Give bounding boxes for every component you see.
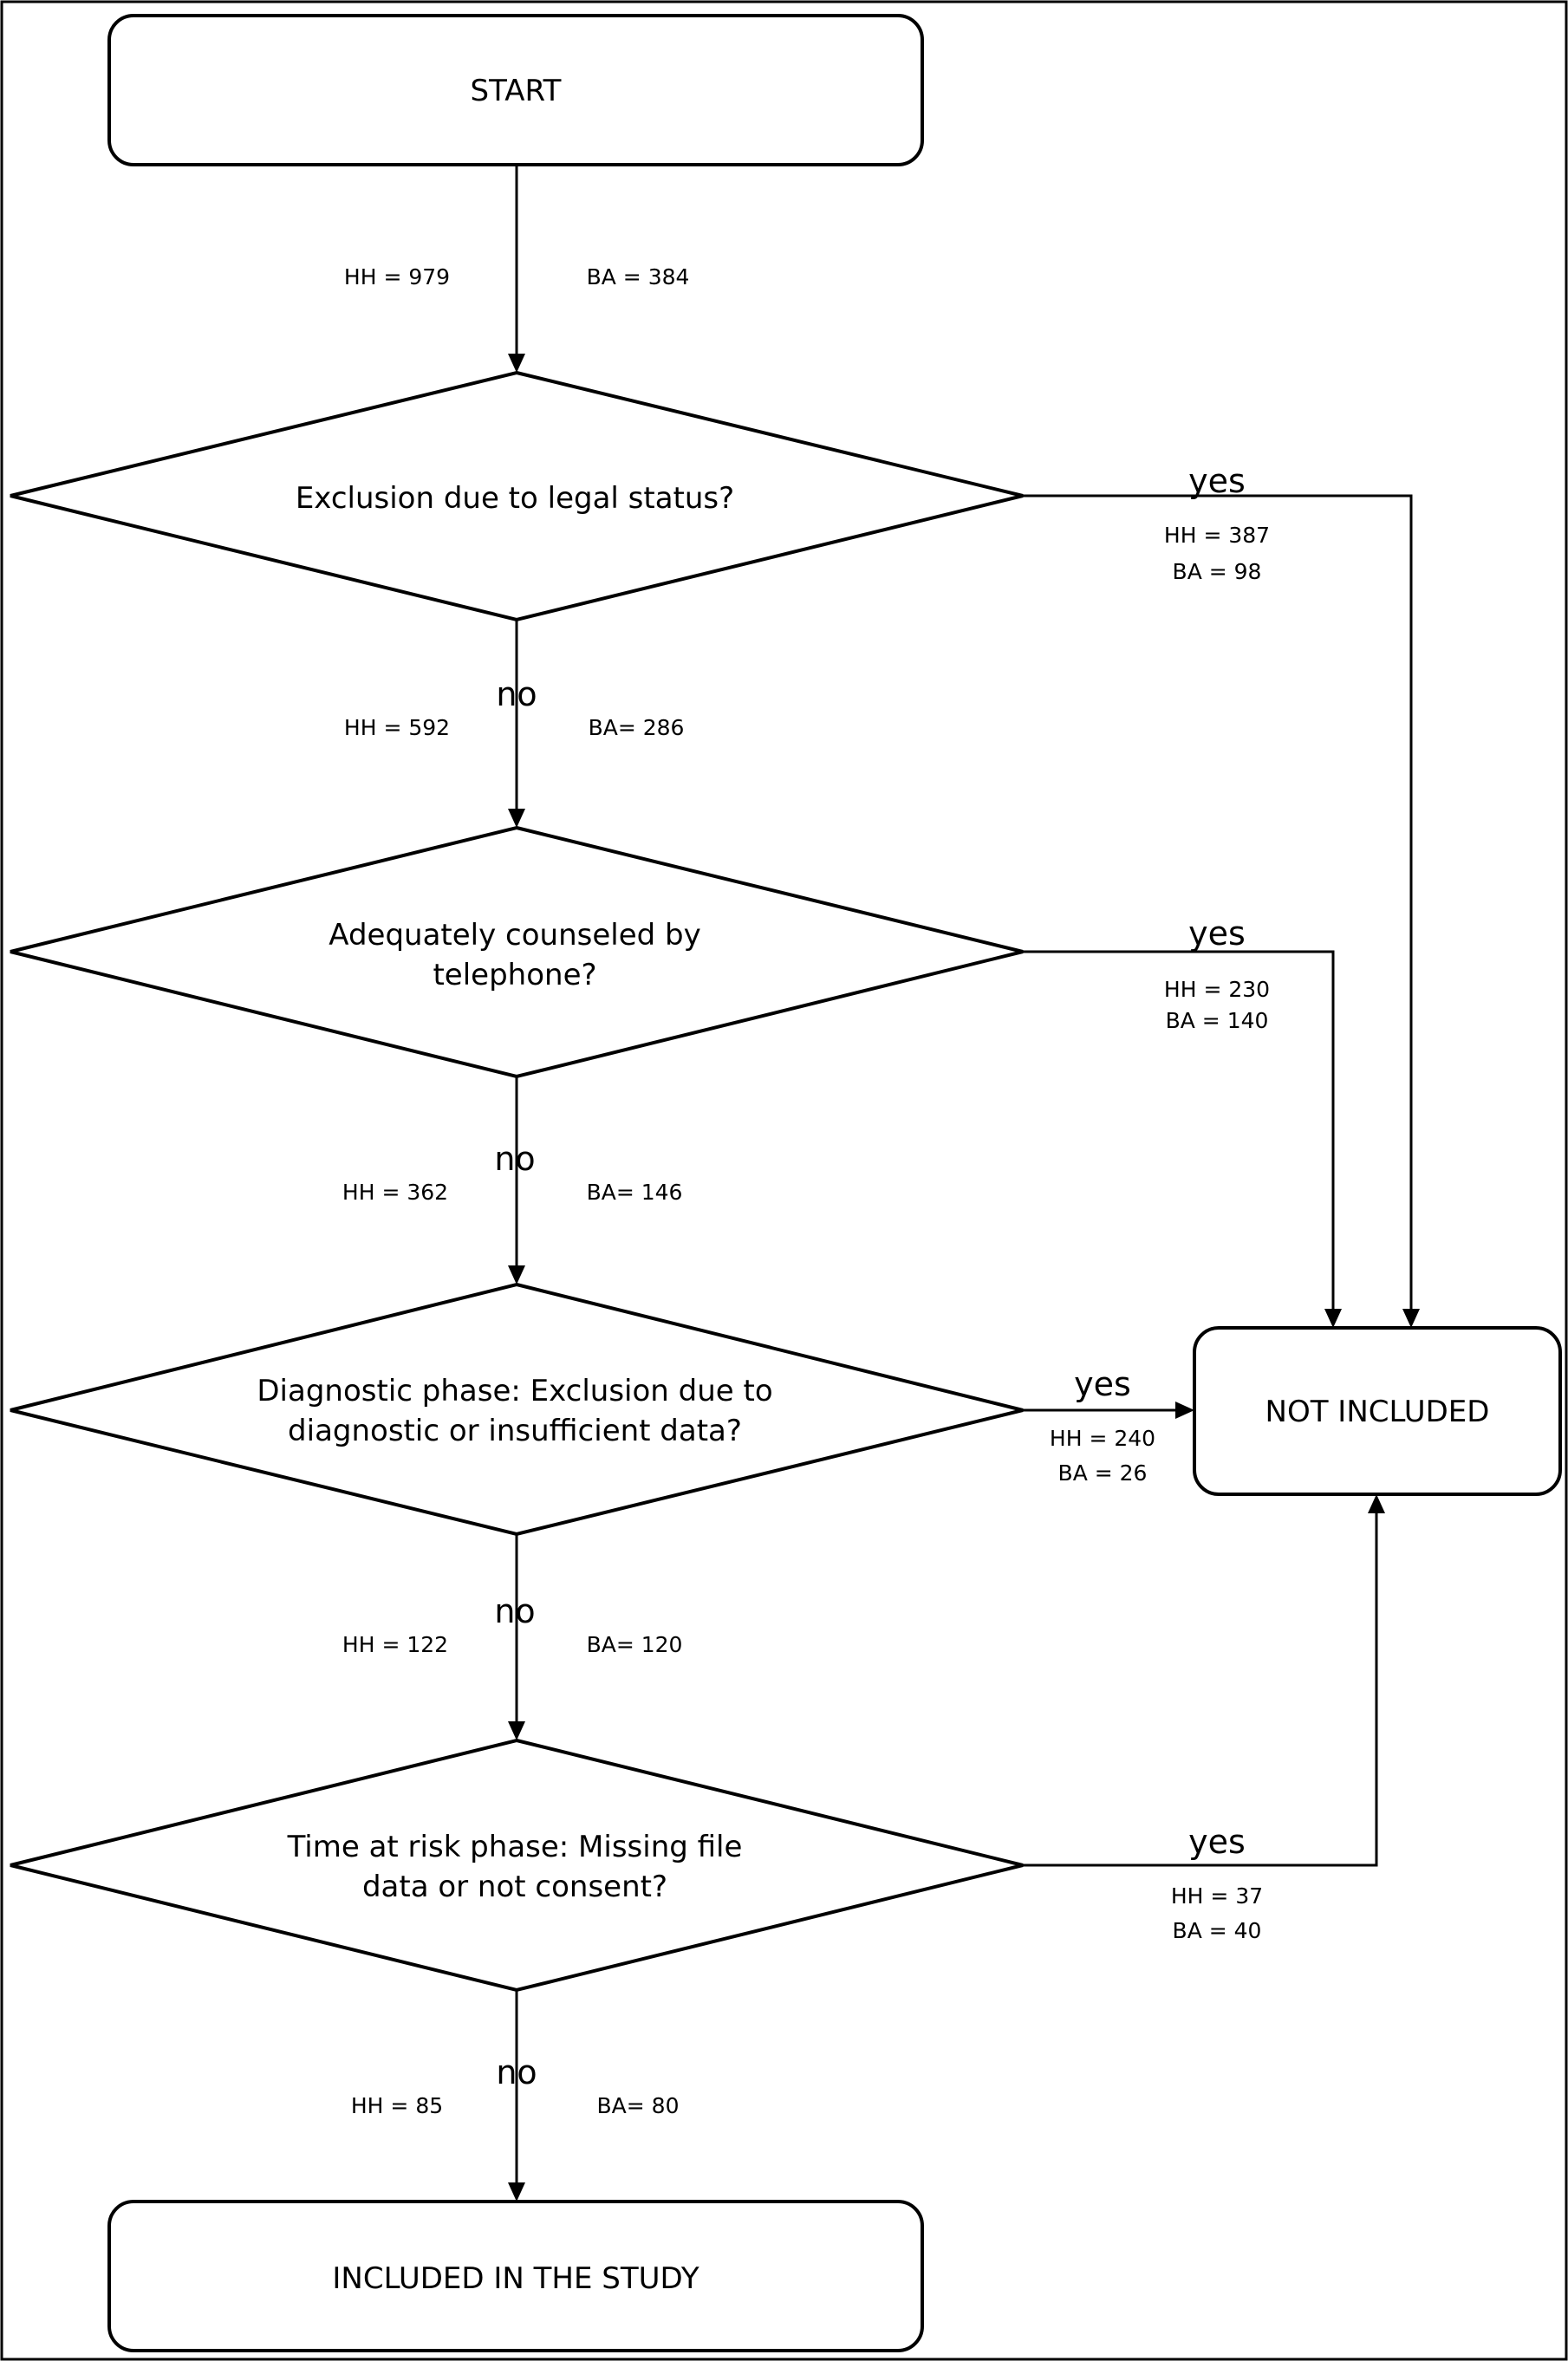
decision-time-at-risk-label-line1: Time at risk phase: Missing file [287, 1830, 743, 1864]
connector-q4-yes [1023, 1512, 1378, 1867]
q4-yes-hh-count: HH = 37 [1171, 1883, 1263, 1909]
start-node [107, 14, 924, 166]
arrowhead-included [508, 2182, 525, 2202]
decision-legal-status-label: Exclusion due to legal status? [296, 481, 734, 516]
q1-no-hh-count: HH = 592 [344, 715, 450, 740]
q2-no-label: no [494, 1140, 535, 1178]
arrowhead-q1-yes [1402, 1309, 1420, 1328]
q2-yes-label: yes [1188, 914, 1246, 953]
arrowhead-q2-yes [1324, 1309, 1342, 1328]
arrowhead-q4-yes [1368, 1494, 1385, 1513]
decision-time-at-risk-label-line2: data or not consent? [362, 1870, 667, 1904]
decision-telephone-counsel-label-line1: Adequately counseled by [329, 918, 700, 953]
arrowhead-q3 [508, 1265, 525, 1285]
q1-yes-label: yes [1188, 462, 1246, 500]
q3-yes-label: yes [1074, 1365, 1131, 1403]
q2-no-hh-count: HH = 362 [342, 1180, 448, 1205]
start-q1-hh-count: HH = 979 [344, 264, 450, 289]
q4-no-hh-count: HH = 85 [351, 2093, 443, 2118]
arrowhead-q3-yes [1175, 1402, 1194, 1419]
included-label: INCLUDED IN THE STUDY [332, 2261, 699, 2296]
q1-no-ba-count: BA= 286 [589, 715, 685, 740]
not-included-label: NOT INCLUDED [1265, 1395, 1490, 1429]
q4-yes-label: yes [1188, 1823, 1246, 1861]
q4-yes-ba-count: BA = 40 [1173, 1918, 1262, 1943]
q2-no-ba-count: BA= 146 [587, 1180, 683, 1205]
q3-no-label: no [494, 1592, 535, 1630]
q1-no-label: no [496, 675, 537, 713]
arrowhead-q2 [508, 809, 525, 828]
q3-no-hh-count: HH = 122 [342, 1632, 448, 1657]
connector-q2-yes [1023, 950, 1335, 1311]
q1-yes-ba-count: BA = 98 [1173, 559, 1262, 584]
decision-telephone-counsel [10, 825, 1024, 1079]
arrowhead-q1 [508, 354, 525, 373]
q2-yes-ba-count: BA = 140 [1166, 1008, 1269, 1033]
q3-no-ba-count: BA= 120 [587, 1632, 683, 1657]
q2-yes-hh-count: HH = 230 [1164, 977, 1270, 1002]
decision-diagnostic-phase [10, 1282, 1024, 1537]
q3-yes-hh-count: HH = 240 [1050, 1426, 1155, 1451]
q3-yes-ba-count: BA = 26 [1058, 1460, 1148, 1486]
decision-telephone-counsel-label-line2: telephone? [433, 958, 596, 992]
q4-no-ba-count: BA= 80 [597, 2093, 680, 2118]
decision-legal-status [10, 370, 1024, 622]
start-label: START [471, 74, 562, 108]
decision-diagnostic-phase-label-line1: Diagnostic phase: Exclusion due to [257, 1374, 772, 1408]
q4-no-label: no [496, 2053, 537, 2091]
included-node [107, 2200, 924, 2352]
start-q1-ba-count: BA = 384 [587, 264, 690, 289]
decision-diagnostic-phase-label-line2: diagnostic or insufficient data? [288, 1414, 742, 1448]
connector-q1-yes [1023, 494, 1413, 1311]
decision-time-at-risk [10, 1738, 1024, 1993]
q1-yes-hh-count: HH = 387 [1164, 523, 1270, 548]
not-included-node [1193, 1326, 1562, 1496]
arrowhead-q4 [508, 1721, 525, 1740]
